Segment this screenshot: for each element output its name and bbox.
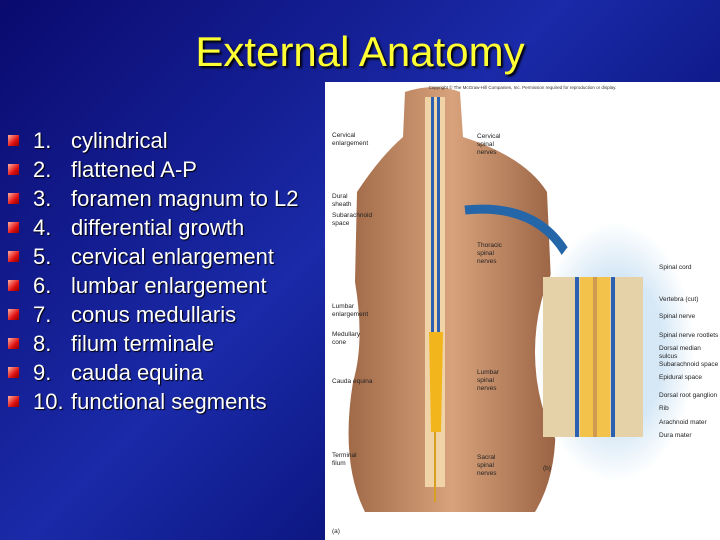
item-number: 1. — [33, 127, 52, 153]
label-b: Dorsal root ganglion — [659, 392, 718, 399]
label-b: Dura mater — [659, 432, 692, 439]
item-text: filum terminale — [71, 330, 215, 356]
label-a: Cauda equina — [332, 378, 373, 385]
label-b: Vertebra (cut) — [659, 296, 699, 303]
label-a: Cervical enlargement — [332, 132, 369, 147]
item-text: cylindrical — [71, 127, 168, 153]
item-text: differential growth — [71, 214, 245, 240]
label-b: Spinal nerve rootlets — [659, 332, 719, 339]
bullet-icon — [8, 338, 19, 349]
bullet-icon — [8, 164, 19, 175]
bullet-icon — [8, 193, 19, 204]
label-a: Dural sheath — [332, 193, 352, 208]
label-a: Subarachnoid space — [332, 212, 373, 227]
list-item: 1. cylindrical — [8, 126, 298, 155]
item-text: functional segments — [71, 388, 267, 414]
label-b: Spinal cord — [659, 264, 692, 271]
bullet-icon — [8, 396, 19, 407]
bullet-icon — [8, 135, 19, 146]
item-text: cauda equina — [71, 359, 204, 385]
list-item: 7. conus medullaris — [8, 300, 298, 329]
label-b: Rib — [659, 405, 669, 412]
item-number: 2. — [33, 156, 52, 182]
item-text: conus medullaris — [71, 301, 237, 327]
label-b: Subarachnoid space — [659, 361, 719, 368]
copyright-notice: Copyright © The McGraw-Hill Companies, I… — [428, 85, 617, 90]
bullet-icon — [8, 251, 19, 262]
label-b: Dorsal median sulcus — [659, 345, 701, 360]
label-b: Spinal nerve — [659, 313, 696, 320]
item-number: 10. — [33, 388, 64, 414]
item-text: cervical enlargement — [71, 243, 274, 269]
bullet-icon — [8, 367, 19, 378]
item-number: 9. — [33, 359, 52, 385]
list-item: 9. cauda equina — [8, 358, 298, 387]
item-text: flattened A-P — [71, 156, 197, 182]
list-item: 3. foramen magnum to L2 — [8, 184, 298, 213]
bullet-list: 1. cylindrical 2. flattened A-P 3. foramen ma… — [8, 126, 298, 416]
label-a: Lumbar enlargement — [332, 303, 369, 318]
list-item: 6. lumbar enlargement — [8, 271, 298, 300]
label-a: Lumbar spinal nerves — [477, 369, 500, 392]
label-a: Cervical spinal nerves — [477, 133, 501, 156]
list-item: 5. cervical enlargement — [8, 242, 298, 271]
item-number: 6. — [33, 272, 52, 298]
list-item: 8. filum terminale — [8, 329, 298, 358]
label-a: Medullary cone — [332, 331, 361, 346]
label-a: Terminal filum — [332, 452, 357, 467]
bullet-icon — [8, 309, 19, 320]
anatomy-illustration — [348, 87, 695, 512]
bullet-icon — [8, 222, 19, 233]
panel-label-b: (b) — [543, 465, 551, 472]
label-b: Arachnoid mater — [659, 419, 707, 426]
item-text: foramen magnum to L2 — [71, 185, 299, 211]
item-number: 4. — [33, 214, 52, 240]
item-number: 5. — [33, 243, 52, 269]
item-text: lumbar enlargement — [71, 272, 267, 298]
item-number: 3. — [33, 185, 52, 211]
panel-label-a: (a) — [332, 528, 340, 535]
bullet-icon — [8, 280, 19, 291]
list-item: 2. flattened A-P — [8, 155, 298, 184]
item-number: 7. — [33, 301, 52, 327]
label-a: Thoracic spinal nerves — [477, 242, 502, 265]
item-number: 8. — [33, 330, 52, 356]
list-item: 10. functional segments — [8, 387, 298, 416]
slide-title: External Anatomy — [195, 28, 525, 75]
spinal-cord-figure: Copyright © The McGraw-Hill Companies, I… — [325, 82, 720, 540]
list-item: 4. differential growth — [8, 213, 298, 242]
label-a: Sacral spinal nerves — [477, 454, 497, 477]
label-b: Epidural space — [659, 374, 702, 381]
